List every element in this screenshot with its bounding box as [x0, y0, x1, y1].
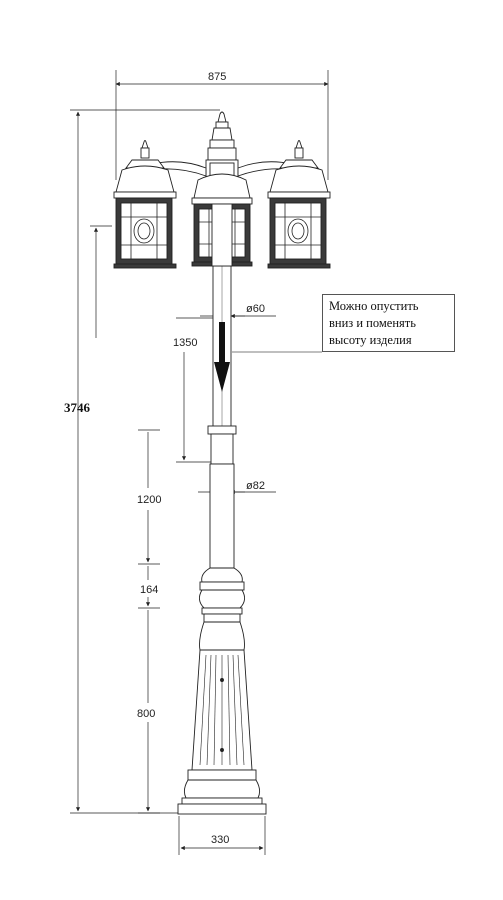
- collar-section-label: 164: [140, 584, 158, 596]
- lantern-left: [113, 140, 177, 269]
- lowering-note: Можно опустить вниз и поменять высоту из…: [322, 294, 455, 352]
- width-label: 875: [208, 71, 226, 83]
- total-height-dimension: [70, 109, 220, 814]
- lower-diameter-label: ø82: [246, 480, 265, 492]
- lowering-arrow: [214, 322, 230, 392]
- base-width-label: 330: [211, 834, 229, 846]
- note-line-2: вниз и поменять: [329, 316, 416, 330]
- lowering-label: 1350: [173, 337, 197, 349]
- shaft-section-label: 1200: [137, 494, 161, 506]
- lantern-center: [191, 173, 253, 267]
- total-height-label: 3746: [64, 400, 91, 415]
- note-line-3: высоту изделия: [329, 333, 412, 347]
- lowering-dimension: [176, 317, 214, 463]
- note-line-1: Можно опустить: [329, 299, 419, 313]
- chain-dimensions: [138, 429, 160, 814]
- upper-diameter-label: ø60: [246, 303, 265, 315]
- lantern-height-dimension: [90, 225, 112, 338]
- base-section-label: 800: [137, 708, 155, 720]
- lantern-right: [267, 140, 331, 269]
- width-dimension: [115, 70, 329, 180]
- base-width-dimension: [178, 816, 266, 855]
